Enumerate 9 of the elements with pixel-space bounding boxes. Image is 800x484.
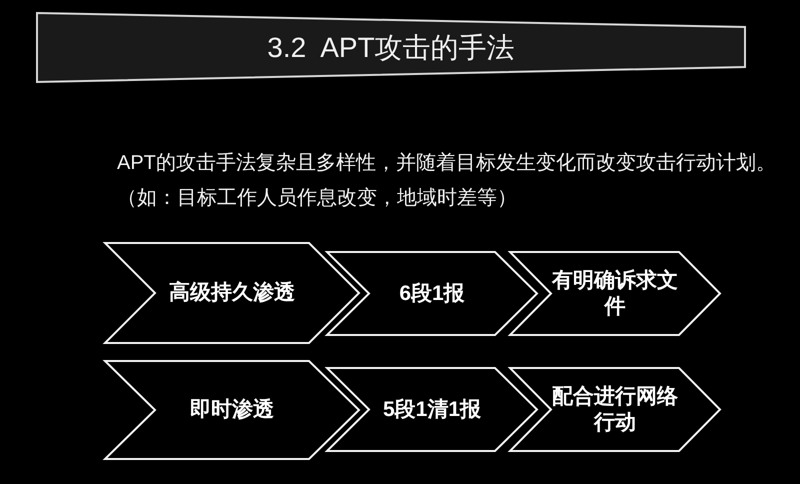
chevron-step: 6段1报 — [326, 251, 538, 336]
note-text: （如：目标工作人员作息改变，地域时差等） — [117, 186, 517, 210]
chevron-step: 5段1清1报 — [326, 367, 538, 452]
chevron-step: 配合进行网络行动 — [509, 367, 721, 452]
chevron-step: 有明确诉求文件 — [509, 251, 721, 336]
chevron-step: 即时渗透 — [104, 360, 360, 460]
paragraph-text: APT的攻击手法复杂且多样性，并随着目标发生变化而改变攻击行动计划。 — [117, 151, 776, 175]
chevron-step: 高级持久渗透 — [104, 242, 360, 344]
slide-title: 3.2 APT攻击的手法 — [267, 31, 515, 65]
